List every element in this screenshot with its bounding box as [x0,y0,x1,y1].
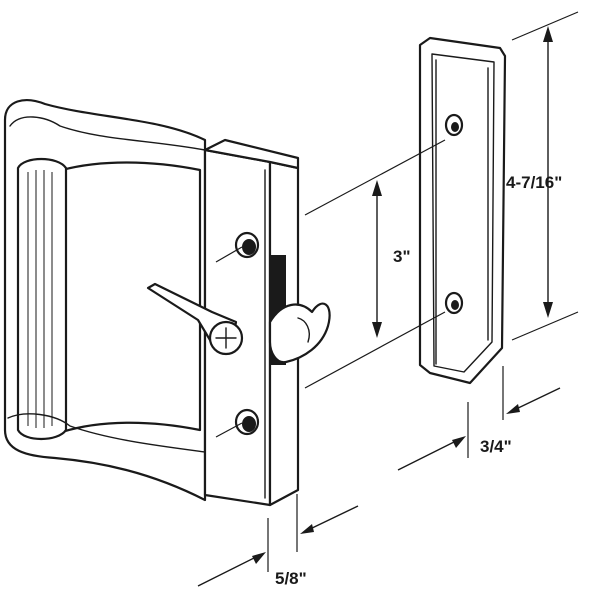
dimension-screw-spacing: 3" [215,139,446,438]
keeper-inner-rim [431,53,495,373]
strike-keeper [418,36,507,385]
keeper-lower-screw-icon [444,291,464,315]
keeper-upper-screw-icon [444,113,464,137]
keeper-body [418,36,507,385]
upper-screw-hole-icon [234,231,260,259]
screw-spacing-label: 3" [393,247,411,266]
handle-bottom-cap [7,413,206,453]
handle-inner-frame [60,161,202,434]
pivot-screw-icon [208,320,244,356]
handle-grip-bar [16,157,68,441]
keeper-height-label: 4-7/16" [506,173,562,192]
mounting-plate-top [203,138,300,170]
lower-screw-hole-icon [234,408,260,436]
latch-hook [268,302,331,364]
door-handle [3,99,331,507]
dimension-keeper-height: 4-7/16" [506,11,579,341]
handle-top-cap [9,116,206,151]
dimension-keeper-depth: 3/4" [397,366,561,471]
grip-bar-ribbing [27,170,53,428]
handle-thickness-label: 5/8" [275,569,307,588]
dimension-handle-thickness: 5/8" [197,494,359,588]
keeper-depth-label: 3/4" [480,437,512,456]
